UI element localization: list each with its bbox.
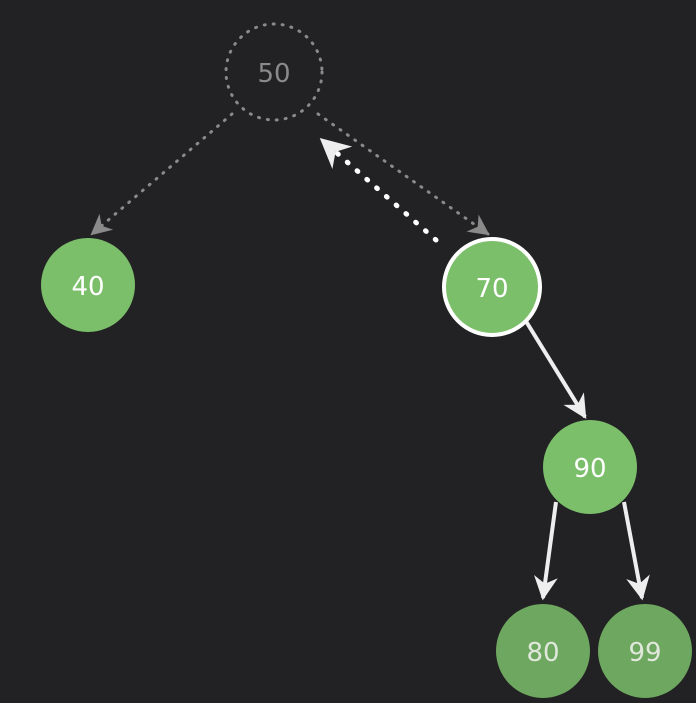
node-90-circle [543, 420, 637, 514]
node-70[interactable]: 70 [442, 237, 542, 337]
node-70-label: 70 [475, 274, 508, 304]
edge-90-to-80 [534, 501, 558, 601]
node-70-circle [442, 237, 542, 337]
node-50[interactable]: 50 [224, 22, 324, 122]
edge-50-to-70 [316, 112, 490, 236]
node-99-circle [598, 604, 692, 698]
node-40[interactable]: 40 [41, 238, 135, 332]
node-40-circle [41, 238, 135, 332]
edges-layer [90, 112, 650, 601]
node-40-label: 40 [71, 272, 104, 302]
node-90[interactable]: 90 [543, 420, 637, 514]
edge-70-to-90 [522, 316, 587, 420]
node-99[interactable]: 99 [598, 604, 692, 698]
edge-90-to-99 [622, 501, 650, 601]
node-80-circle [496, 604, 590, 698]
edge-70-to-50-return [319, 137, 439, 243]
node-90-label: 90 [573, 454, 606, 484]
edge-50-to-40 [90, 112, 234, 236]
node-50-outline [224, 22, 324, 122]
node-80[interactable]: 80 [496, 604, 590, 698]
node-80-label: 80 [526, 638, 559, 668]
nodes-layer: 50 40 70 90 80 99 [41, 22, 692, 698]
node-99-label: 99 [628, 638, 661, 668]
node-50-label: 50 [257, 59, 290, 89]
